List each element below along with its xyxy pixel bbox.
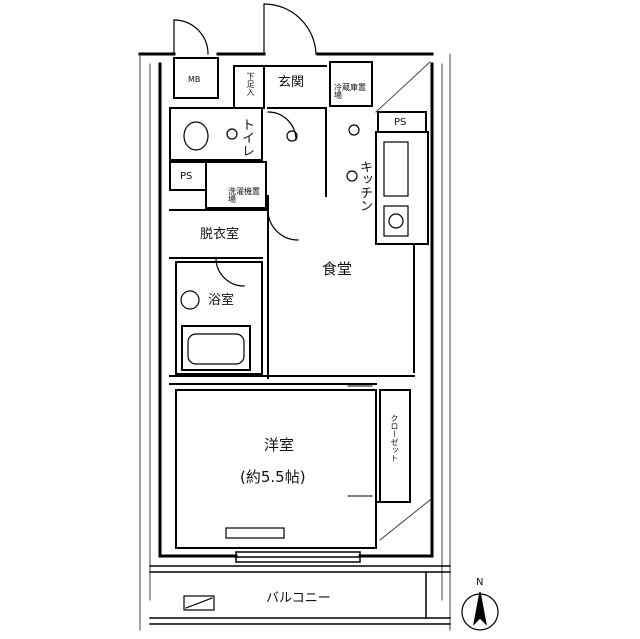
mb-label: MB [188,75,201,84]
closet-label: クローゼット [390,414,399,462]
closet-arrows [347,385,373,497]
kitchen-label: キッチン [357,160,372,212]
fixtures [180,121,409,611]
toilet-label: トイレ [239,118,254,157]
windows [235,551,361,563]
exterior-walls [138,52,434,558]
ps-top-label: PS [394,117,407,128]
ps-left-label: PS [180,171,193,182]
adjacent-wall-hatch [139,53,451,631]
bath-label: 浴室 [208,293,235,308]
washer-label: 洗濯機置場 [228,187,260,204]
genkan-label: 玄関 [278,75,305,90]
dressing-label: 脱衣室 [200,227,240,242]
north-compass [461,591,499,631]
fridge-label: 冷蔵庫置場 [334,83,366,100]
compass-north-label: N [476,577,484,588]
dining-label: 食堂 [322,260,353,278]
western-room-size: (約5.5帖) [240,468,306,486]
balcony-rail [149,565,451,625]
balcony-label: バルコニー [266,591,331,606]
door-swings [173,3,317,287]
shoebox-label: 下足入 [246,72,255,96]
western-room-label: 洋室 [264,436,295,454]
